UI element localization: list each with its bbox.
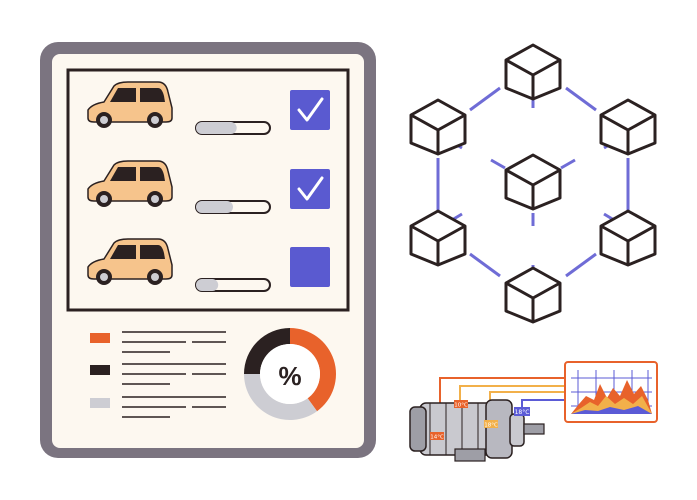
graph-area-blue — [571, 406, 652, 414]
checkbox[interactable] — [290, 169, 330, 209]
wire-yellow — [459, 385, 565, 402]
legend-swatch — [90, 333, 110, 343]
chain-link — [469, 252, 501, 278]
percent-donut-chart — [244, 328, 337, 420]
legend-swatch — [90, 365, 110, 375]
car-row — [87, 238, 330, 292]
chain-link — [560, 158, 576, 170]
donut-segment — [290, 328, 337, 412]
progress-fill — [196, 201, 233, 213]
check-icon — [297, 97, 324, 122]
electric-motor: 14°C 10°C 18°C 18°C — [409, 361, 658, 462]
svg-text:18°C: 18°C — [515, 409, 530, 416]
cube-icon — [504, 266, 562, 324]
legend-item — [90, 396, 226, 418]
car-icon — [87, 160, 173, 207]
check-icon — [297, 176, 324, 201]
car-row — [87, 81, 330, 135]
cube-icon — [409, 209, 467, 267]
legend-swatch — [90, 398, 110, 408]
percent-label: % — [278, 361, 301, 391]
temp-badge-2: 10°C — [454, 400, 468, 409]
tablet: % — [40, 42, 376, 458]
cube-icon — [599, 98, 657, 156]
legend — [90, 331, 226, 418]
legend-item — [90, 331, 226, 353]
svg-text:18°C: 18°C — [484, 423, 498, 429]
car-row — [87, 160, 330, 214]
wire-orange — [439, 377, 565, 405]
legend-item — [90, 363, 226, 385]
temp-badge-1: 14°C — [430, 432, 444, 441]
svg-text:14°C: 14°C — [430, 435, 444, 441]
car-icon — [87, 81, 173, 128]
donut-hole — [260, 344, 320, 404]
cube-icon — [409, 98, 467, 156]
cube-icon — [504, 153, 562, 211]
temp-badge-3: 18°C — [484, 420, 498, 429]
checkbox[interactable] — [290, 247, 330, 287]
wire-blue — [521, 399, 565, 410]
donut-segment — [244, 374, 318, 420]
cube-icon — [599, 209, 657, 267]
progress-fill — [196, 122, 237, 134]
blockchain-network — [409, 43, 657, 324]
chain-link — [469, 86, 501, 112]
checkbox[interactable] — [290, 90, 330, 130]
motor-body — [409, 399, 545, 462]
svg-text:10°C: 10°C — [454, 403, 468, 409]
temp-badge-4: 18°C — [514, 407, 530, 416]
progress-fill — [196, 279, 219, 291]
car-icon — [87, 238, 173, 285]
monitor-graph-panel — [564, 361, 658, 423]
donut-segment — [244, 328, 290, 374]
chain-link — [490, 158, 506, 170]
cube-icon — [504, 43, 562, 101]
chain-link — [565, 252, 597, 278]
chain-link — [565, 86, 597, 112]
